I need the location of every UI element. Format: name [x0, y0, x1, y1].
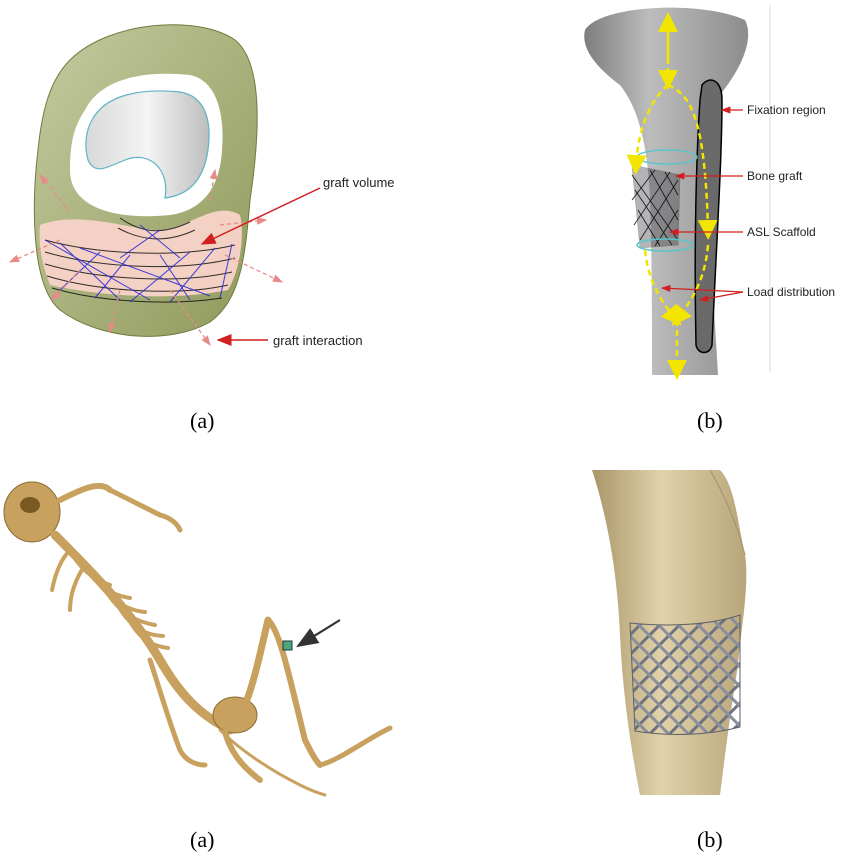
label-graft-volume: graft volume — [323, 175, 395, 190]
label-graft-interaction: graft interaction — [273, 333, 363, 348]
bone-lattice-figure — [580, 465, 800, 805]
label-bone-graft: Bone graft — [747, 169, 803, 183]
label-asl-scaffold: ASL Scaffold — [747, 225, 816, 239]
tibia-scaffold-figure: Fixation region Bone graft ASL Scaffold … — [560, 0, 845, 380]
panel-bottom-left — [0, 460, 420, 810]
panel-top-right: Fixation region Bone graft ASL Scaffold … — [560, 0, 845, 380]
caption-top-left: (a) — [190, 408, 214, 434]
panel-bottom-right — [580, 465, 800, 805]
caption-bottom-left: (a) — [190, 827, 214, 853]
panel-top-left: graft volume graft interaction — [0, 0, 420, 380]
asl-scaffold — [632, 165, 680, 248]
implant-arrow — [298, 620, 340, 646]
caption-bottom-right: (b) — [697, 827, 723, 853]
implant-marker — [283, 641, 292, 650]
skeleton — [4, 482, 390, 795]
caption-top-right: (b) — [697, 408, 723, 434]
skeleton-figure — [0, 460, 420, 810]
label-fixation-region: Fixation region — [747, 103, 826, 117]
label-load-distribution: Load distribution — [747, 285, 835, 299]
graft-volume-figure: graft volume graft interaction — [0, 0, 420, 380]
lattice-scaffold — [630, 615, 740, 734]
